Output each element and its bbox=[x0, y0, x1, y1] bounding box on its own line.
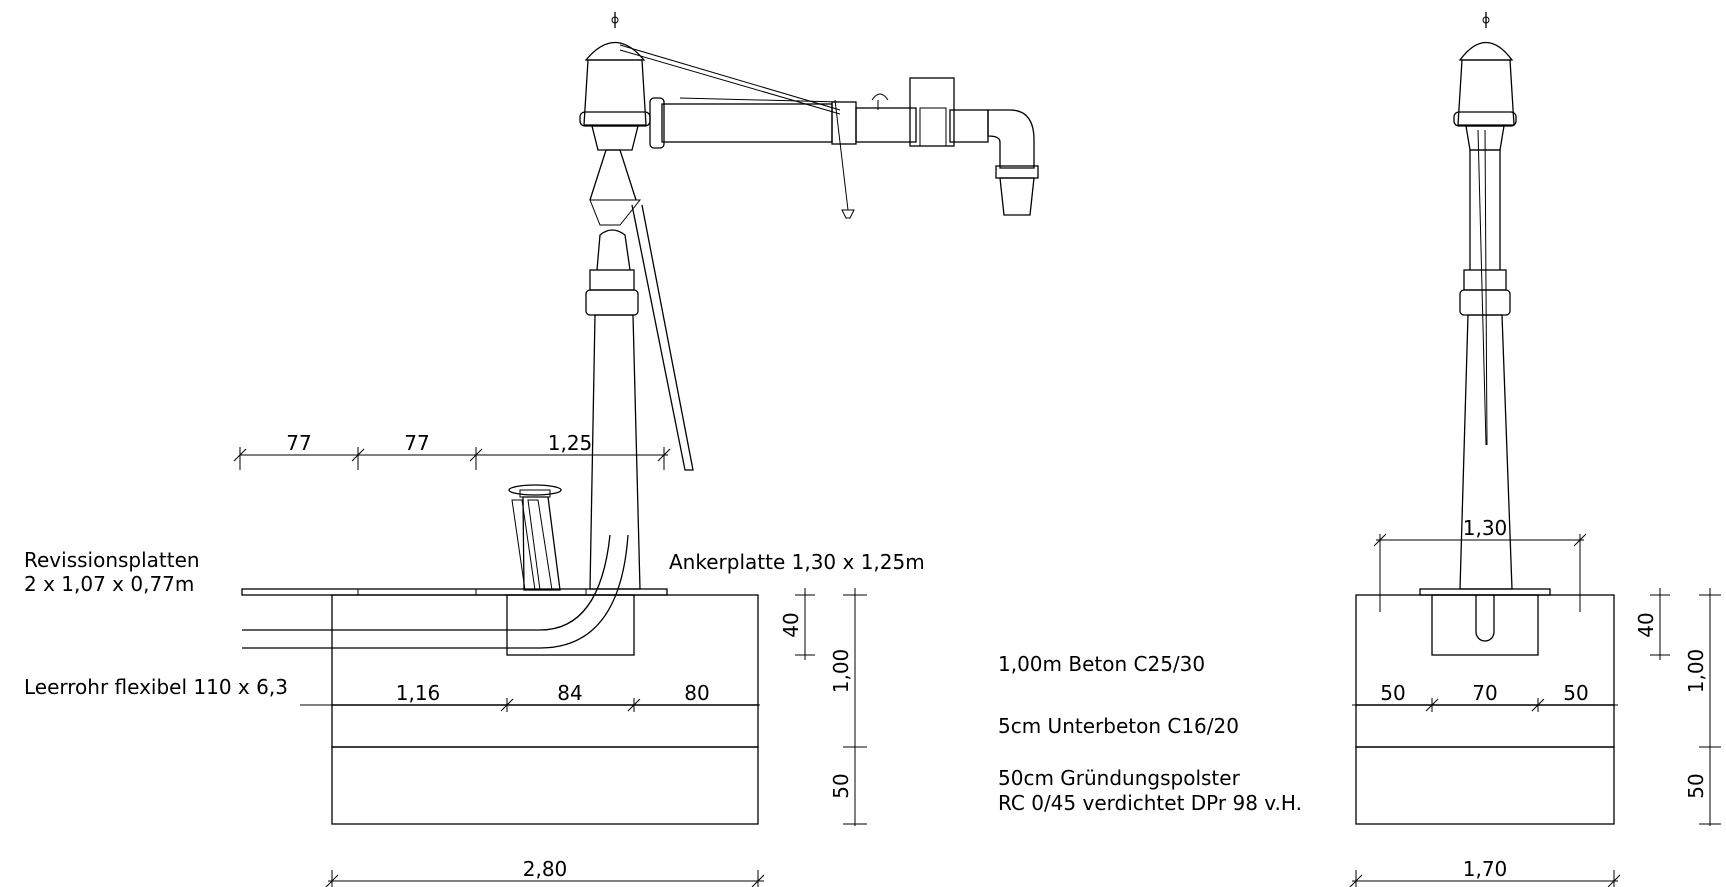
dim-side-vert-100: 1,00 bbox=[829, 649, 853, 694]
column-collar bbox=[585, 289, 639, 316]
gravel-bed-front bbox=[1355, 746, 1615, 825]
dim-front-vert-50: 50 bbox=[1684, 773, 1708, 798]
dim-side-top-1: 77 bbox=[286, 431, 311, 455]
recess-side bbox=[506, 594, 635, 656]
label-foundation-1: 50cm Gründungspolster bbox=[998, 766, 1241, 790]
empty-pipe-upper bbox=[242, 534, 611, 631]
dim-front-mid-2: 70 bbox=[1472, 681, 1497, 705]
column-head-front bbox=[1457, 59, 1515, 126]
water-crane-column bbox=[589, 314, 641, 590]
tie-rod bbox=[619, 44, 841, 111]
dim-front-vert-100: 1,00 bbox=[1684, 649, 1708, 694]
empty-pipe-lower bbox=[242, 534, 629, 649]
sub-concrete-side bbox=[331, 704, 759, 748]
dim-side-vert-40: 40 bbox=[779, 612, 803, 637]
anchor-plate-front bbox=[1419, 588, 1551, 596]
side-view: 77 77 1,25 1,16 84 80 40 1,00 50 2,80 Re… bbox=[24, 12, 1039, 887]
spout-nozzle bbox=[999, 177, 1035, 216]
recess-front bbox=[1431, 594, 1539, 656]
label-anchor-plate: Ankerplatte 1,30 x 1,25m bbox=[669, 550, 925, 574]
spout-elbow bbox=[987, 109, 1035, 169]
dim-side-top-3: 1,25 bbox=[548, 431, 593, 455]
layer-labels: 1,00m Beton C25/30 5cm Unterbeton C16/20… bbox=[998, 652, 1302, 815]
dim-front-mid-3: 50 bbox=[1563, 681, 1588, 705]
dim-side-mid-2: 84 bbox=[557, 681, 582, 705]
dim-front-mid-1: 50 bbox=[1380, 681, 1405, 705]
revision-plates bbox=[241, 588, 668, 596]
dim-side-mid-3: 80 bbox=[684, 681, 709, 705]
crane-arm bbox=[661, 103, 833, 143]
label-foundation-2: RC 0/45 verdichtet DPr 98 v.H. bbox=[998, 791, 1302, 815]
front-view: 1,30 50 70 50 40 1,00 50 1,70 bbox=[1349, 12, 1721, 887]
column-cap-front bbox=[1458, 42, 1514, 61]
label-sub-concrete: 5cm Unterbeton C16/20 bbox=[998, 714, 1239, 738]
dim-side-mid-1: 1,16 bbox=[396, 681, 441, 705]
dim-side-vert-50: 50 bbox=[829, 773, 853, 798]
dim-front-total: 1,70 bbox=[1463, 857, 1508, 881]
support-strut bbox=[631, 204, 694, 471]
valve-handle bbox=[508, 484, 562, 496]
column-cap bbox=[584, 42, 646, 61]
dim-side-top-2: 77 bbox=[404, 431, 429, 455]
label-concrete: 1,00m Beton C25/30 bbox=[998, 652, 1205, 676]
dim-front-top: 1,30 bbox=[1463, 516, 1508, 540]
label-revision-plates-2: 2 x 1,07 x 0,77m bbox=[24, 572, 194, 596]
gravel-bed-side bbox=[331, 746, 759, 825]
sub-concrete-front bbox=[1355, 704, 1615, 748]
label-empty-pipe: Leerrohr flexibel 110 x 6,3 bbox=[24, 675, 288, 699]
pipe-end-front bbox=[1475, 595, 1495, 642]
dim-front-vert-40: 40 bbox=[1634, 612, 1658, 637]
column-head bbox=[583, 59, 647, 126]
dim-side-total: 2,80 bbox=[523, 857, 568, 881]
label-revision-plates-1: Revissionsplatten bbox=[24, 548, 200, 572]
